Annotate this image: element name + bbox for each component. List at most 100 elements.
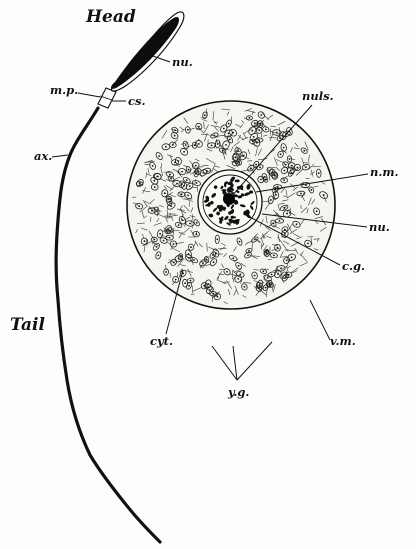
- yolk-granule-core: [267, 277, 269, 279]
- yolk-granule-core: [189, 223, 191, 225]
- yolk-granule-core: [138, 205, 140, 207]
- yolk-granule-core: [223, 128, 225, 130]
- yolk-granule-core: [262, 270, 264, 272]
- yolk-granule-core: [203, 285, 205, 287]
- yolk-granule-core: [169, 230, 171, 232]
- yolk-granule-core: [169, 174, 171, 176]
- yolk-granule-core: [196, 172, 198, 174]
- yolk-granule-core: [232, 257, 234, 259]
- leader-middle-piece: [78, 93, 100, 97]
- yolk-granule-core: [280, 267, 282, 269]
- yolk-granule-core: [206, 259, 208, 261]
- yolk-granule-core: [323, 194, 325, 196]
- yolk-granule-core: [189, 185, 191, 187]
- yolk-granule-core: [259, 123, 261, 125]
- yolk-granule-core: [316, 210, 318, 212]
- yolk-granule-core: [275, 194, 277, 196]
- yolk-granule-core: [178, 224, 180, 226]
- yolk-granule-core: [280, 153, 282, 155]
- yolk-granule-core: [198, 126, 200, 128]
- yolk-granule-core: [188, 169, 190, 171]
- yolk-granule-core: [318, 172, 320, 174]
- yolk-granule-core: [173, 261, 175, 263]
- yolk-granule-core: [176, 183, 178, 185]
- yolk-granule-core: [296, 223, 298, 225]
- label-sperm-nucleus: nu.: [172, 55, 193, 69]
- yolk-granule-core: [213, 261, 215, 263]
- yolk-granule-core: [178, 258, 180, 260]
- yolk-granule-core: [283, 147, 285, 149]
- yolk-granule-core: [169, 237, 171, 239]
- yolk-granule-core: [159, 233, 161, 235]
- yolk-granule-core: [180, 256, 182, 258]
- yolk-granule-core: [164, 192, 166, 194]
- yolk-granule-core: [216, 238, 218, 240]
- yolk-granule-core: [185, 144, 187, 146]
- yolk-granule-core: [212, 293, 214, 295]
- yolk-granule-core: [181, 171, 183, 173]
- yolk-granule-core: [217, 143, 219, 145]
- yolk-granule-core: [174, 135, 176, 137]
- yolk-granule-core: [190, 280, 192, 282]
- label-egg-nucleus: nu.: [369, 220, 390, 234]
- yolk-granule-core: [239, 274, 241, 276]
- yolk-granule-core: [226, 271, 228, 273]
- yolk-granule-core: [158, 155, 160, 157]
- yolk-granule-core: [269, 284, 271, 286]
- yolk-granule-core: [157, 255, 159, 257]
- yolk-granule-core: [259, 285, 261, 287]
- leader-sperm-nucleus: [150, 55, 170, 62]
- label-middle-piece: m.p.: [50, 83, 78, 97]
- yolk-granule-core: [198, 143, 200, 145]
- yolk-granule-core: [307, 243, 309, 245]
- yolk-granule-core: [211, 145, 213, 147]
- yolk-granule-core: [237, 150, 239, 152]
- yolk-granule-core: [181, 193, 183, 195]
- yolk-granule-core: [229, 139, 231, 141]
- yolk-granule-core: [273, 223, 275, 225]
- yolk-granule-core: [276, 132, 278, 134]
- sperm-middle-piece: [98, 88, 116, 108]
- yolk-granule-core: [222, 150, 224, 152]
- yolk-granule-core: [258, 129, 260, 131]
- yolk-granule-core: [265, 129, 267, 131]
- yolk-granule-core: [235, 163, 237, 165]
- label-chromatin: c.g.: [342, 259, 365, 273]
- yolk-granule-core: [182, 219, 184, 221]
- yolk-granule-core: [151, 210, 153, 212]
- yolk-granule-core: [163, 240, 165, 242]
- yolk-granule-core: [285, 277, 287, 279]
- yolk-granule-core: [290, 170, 292, 172]
- leaders-yolk-granules: [212, 342, 272, 380]
- label-yolk-granules: y.g.: [227, 385, 249, 399]
- yolk-granule-core: [165, 146, 167, 148]
- yolk-granule-core: [153, 180, 155, 182]
- yolk-granule-core: [303, 150, 305, 152]
- yolk-granule-core: [279, 220, 281, 222]
- yolk-granule-core: [242, 155, 244, 157]
- yolk-granule-core: [225, 144, 227, 146]
- yolk-granule-core: [286, 213, 288, 215]
- yolk-granule-core: [277, 247, 279, 249]
- yolk-granule-core: [196, 222, 198, 224]
- label-nucleolus: nuls.: [302, 89, 334, 103]
- yolk-granule-core: [174, 129, 176, 131]
- yolk-granule-core: [259, 283, 261, 285]
- yolk-granule-core: [195, 165, 197, 167]
- yolk-granule-core: [190, 246, 192, 248]
- yolk-granule-core: [250, 167, 252, 169]
- yolk-granule-core: [183, 151, 185, 153]
- yolk-granule-core: [172, 144, 174, 146]
- yolk-granule-core: [254, 239, 256, 241]
- yolk-granule-core: [175, 279, 177, 281]
- yolk-granule-core: [286, 260, 288, 262]
- label-vitelline-membrane: v.m.: [330, 334, 356, 348]
- yolk-granule-core: [238, 265, 240, 267]
- yolk-granule-core: [186, 179, 188, 181]
- yolk-granule-core: [167, 229, 169, 231]
- yolk-granule-core: [228, 123, 230, 125]
- yolk-granule-core: [234, 157, 236, 159]
- yolk-granule-core: [237, 278, 239, 280]
- yolk-granule-core: [255, 164, 257, 166]
- yolk-granule-core: [139, 182, 141, 184]
